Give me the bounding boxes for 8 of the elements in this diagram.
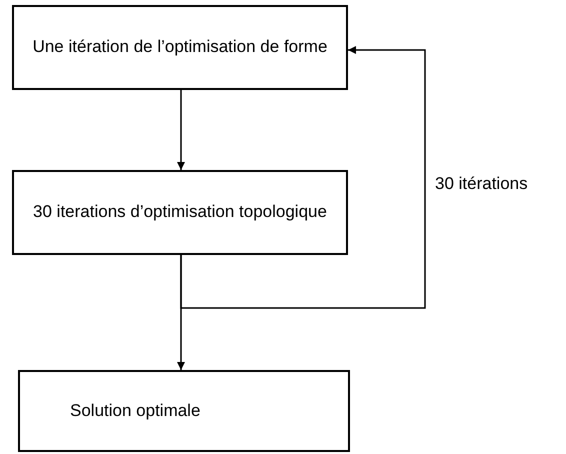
process-box: [12, 5, 348, 90]
box-text: 30 iterations d’optimisation topologique: [33, 201, 327, 224]
box-text: Solution optimale: [70, 400, 200, 422]
box-text: Une itération de l’optimisation de forme: [32, 36, 328, 58]
process-box: [18, 370, 350, 452]
arrow: [177, 90, 185, 170]
process-box: [12, 170, 348, 255]
arrow: [180, 46, 426, 309]
